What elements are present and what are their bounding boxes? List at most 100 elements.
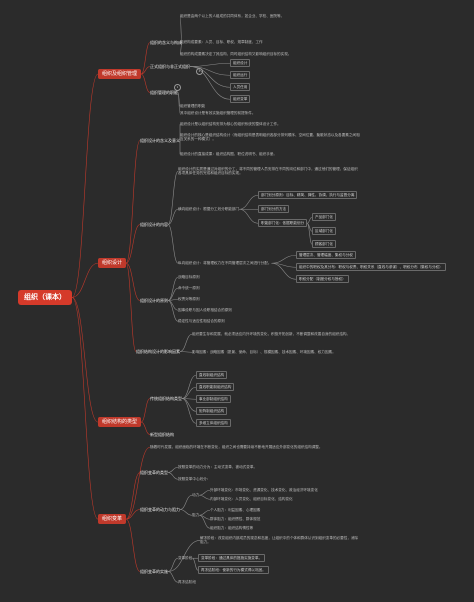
connector <box>199 509 211 516</box>
horizontal-item-6: 顾客部门化 <box>312 240 336 249</box>
topic-design-meaning[interactable]: 组织设计的含义及意义 <box>140 138 180 143</box>
process-stage-1-detail-2: 再冻结阶段：使新的行为模式得以巩固。 <box>198 566 269 575</box>
type-item-3: 人员任用 <box>230 83 251 92</box>
connector <box>199 514 211 529</box>
traditional-item-4: 矩阵制组织结构 <box>196 407 228 416</box>
force-item-4: 个人阻力：利益因素、心理因素 <box>210 508 261 512</box>
principle-4: 因事设职与因人设职相结合的原则 <box>178 308 232 312</box>
connector <box>71 73 99 298</box>
connector <box>167 571 179 583</box>
change-type-leaf-1: 按照变革的动力分为：主动式变革、被动式变革。 <box>178 465 258 469</box>
connector <box>271 262 297 280</box>
connector <box>71 262 99 298</box>
management-item-2: 其中组织设计是有效实施组织管理的前提条件。 <box>180 111 256 115</box>
vertical-item-1: 管理层次、管理幅度、集权与分权 <box>296 251 356 260</box>
connector <box>125 224 141 264</box>
principle-3: 权责对等原则 <box>178 297 200 301</box>
connector <box>181 386 197 399</box>
root-node[interactable]: 组织（课本） <box>18 290 72 305</box>
vertical-item-2: 组织中的职权及其分布：职权与权责、职权关系（直线与参谋）、职权分布（集权与分权） <box>296 263 446 272</box>
connector <box>167 287 179 301</box>
connector <box>140 66 151 75</box>
connector <box>199 489 211 496</box>
connector <box>167 300 179 311</box>
count-badge-2: 1 <box>174 84 181 91</box>
connector <box>167 224 179 264</box>
principle-2: 命令统一原则 <box>178 286 200 290</box>
force-item-5: 群体阻力：组织惯性、群体规范 <box>210 517 261 521</box>
connector <box>179 351 193 353</box>
meaning-leaf-2: 组织设计的核心是组织结构设计（而组织结构是表明组织各部分排列顺序、空间位置、聚散… <box>180 133 360 142</box>
management-item-1: 组织管理的职能 <box>180 104 206 108</box>
connector <box>179 42 183 55</box>
connector <box>125 472 141 520</box>
branch-design[interactable]: 组织设计 <box>98 258 127 269</box>
vertical-item-3: 职权分配（制度分权与授权） <box>296 275 349 284</box>
branch-concept[interactable]: 组织及组织管理 <box>98 69 142 80</box>
vertical-design: 纵向组织设计：将管理权力在不同管理层次之间进行分配。 <box>178 261 272 265</box>
traditional-item-3: 事业部制组织结构 <box>196 395 231 404</box>
definition-leaf-1: 组织是由两个以上的人组成的共同体系，如企业、学校、医院等。 <box>180 14 285 18</box>
content-leaf-1: 组织设计的实质是通过对组织的分工，将不同的管理人员安排在不同的岗位和部门中，通过… <box>178 167 358 176</box>
connector <box>125 262 141 301</box>
type-item-1: 组织设计 <box>230 59 251 68</box>
connector <box>125 262 137 352</box>
horizontal-design: 横向组织设计：根据分工划分职能部门 <box>178 207 240 211</box>
topic-management-functions[interactable]: 组织管理的职能 <box>150 90 178 95</box>
connector <box>199 494 211 500</box>
connector <box>271 254 297 264</box>
type-item-2: 组织运行 <box>230 71 251 80</box>
branch-change[interactable]: 组织变革 <box>98 514 127 525</box>
definition-leaf-2: 组织构成要素：人员、目标、职权、规章制度、工作 <box>180 40 263 44</box>
force-power: 动力 <box>192 493 200 497</box>
force-item-6: 组织阻力：组织结构惰性等 <box>210 526 254 530</box>
branch-structure-types[interactable]: 组织结构的类型 <box>98 417 142 428</box>
connector <box>239 194 259 210</box>
topic-change-forces[interactable]: 组织变革的动力与阻力 <box>140 507 180 512</box>
force-item-3: 阻力 <box>192 513 200 517</box>
connector <box>125 518 141 572</box>
topic-organization-types[interactable]: 正式组织与非正式组织 <box>150 64 190 69</box>
connector <box>239 208 259 224</box>
topic-traditional-types[interactable]: 传统组织结构类型 <box>150 396 182 401</box>
horizontal-item-1: 部门划分原则：目标、精简、弹性、协调、执行与监督分离 <box>258 191 358 200</box>
connector <box>167 540 201 572</box>
connector <box>181 398 197 424</box>
topic-modern-types[interactable]: 新型组织结构 <box>150 432 174 437</box>
topic-design-content[interactable]: 组织设计的内容 <box>140 222 168 227</box>
connector <box>167 300 179 322</box>
topic-change-process[interactable]: 组织变革的实施 <box>140 569 168 574</box>
type-item-4: 组织变革 <box>230 95 251 104</box>
process-stage-2: 再冻结阶段 <box>178 580 196 584</box>
connector <box>140 42 151 75</box>
force-item-2: 内部环境变化：人员变化、组织目标变化、结构变化 <box>210 497 293 501</box>
process-stage-1: 变革阶段 <box>178 556 193 560</box>
process-leaf-1: 解冻阶段：改变组织内部成员的观念和态度，让组织中的个体和群体认识到组织变革的必要… <box>200 536 359 545</box>
connector <box>192 557 199 571</box>
connector <box>189 62 231 67</box>
topic-definition[interactable]: 组织的含义与构成 <box>150 40 182 45</box>
horizontal-item-2: 部门划分的方法 <box>258 205 290 214</box>
connector <box>177 92 181 114</box>
topic-design-factors[interactable]: 组织结构设计的影响因素 <box>136 349 180 354</box>
connector <box>167 276 179 301</box>
principle-5: 稳定性与适应性相结合的原则 <box>178 319 225 323</box>
meaning-leaf-3: 组织设计的直接成果：组织结构图、职位说明书、组织手册。 <box>180 152 278 156</box>
change-type-leaf-2: 按照变革中心划分： <box>178 477 211 481</box>
connector <box>125 446 151 520</box>
topic-design-principles[interactable]: 组织设计的原则 <box>140 298 168 303</box>
horizontal-item-4: 产品部门化 <box>312 213 336 222</box>
factor-leaf-1: 组织要生存和发展，就必须适应内外环境的变化，积极开拓创新，不断调整和改善自身的组… <box>192 332 351 336</box>
connector <box>179 494 193 510</box>
topic-change-types[interactable]: 组织变革的类型 <box>140 470 168 475</box>
traditional-item-5: 多维立体组织结构 <box>196 419 231 428</box>
connector <box>125 509 141 520</box>
horizontal-item-5: 区域部门化 <box>312 227 336 236</box>
traditional-item-2: 直线职能制组织结构 <box>196 383 235 392</box>
connector <box>140 421 151 435</box>
connector <box>140 398 151 423</box>
connector <box>179 333 193 352</box>
count-badge: 4 <box>196 68 203 75</box>
